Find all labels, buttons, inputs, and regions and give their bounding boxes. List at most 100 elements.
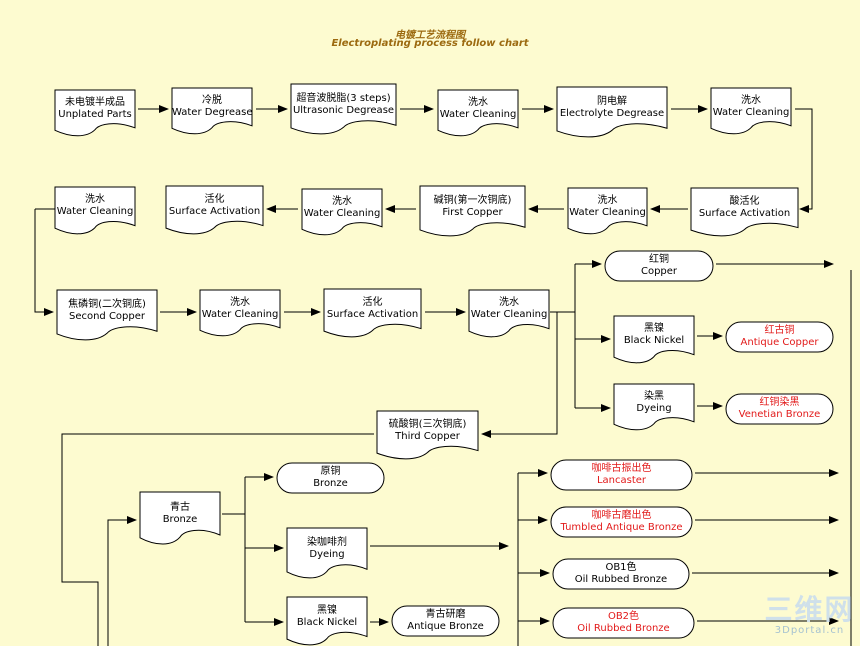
step-label-english: Venetian Bronze <box>738 409 821 420</box>
step-box-n21 <box>725 393 834 425</box>
step-box-n12 <box>54 186 136 235</box>
step-label-chinese: 红铜染黑 <box>759 397 800 408</box>
step-label-chinese: 黑镍 <box>644 323 664 335</box>
step-box-n16 <box>468 289 550 338</box>
step-box-n09 <box>419 185 526 237</box>
process-step-n22: 硫酸铜(三次铜底)Third Copper <box>377 419 478 443</box>
step-box-n31 <box>552 607 695 639</box>
step-box-n14 <box>199 289 281 337</box>
step-box-n29 <box>550 506 693 538</box>
step-label-chinese: 咖啡古振出色 <box>591 463 652 474</box>
step-label-chinese: 洗水 <box>468 96 488 108</box>
step-label-english: First Copper <box>442 206 503 218</box>
step-box-n26 <box>286 596 368 646</box>
step-label-chinese: 染黑 <box>644 390 664 402</box>
step-label-chinese: 青古 <box>170 501 190 513</box>
step-box-n27 <box>391 605 500 637</box>
step-label-english: Water Cleaning <box>201 308 279 320</box>
step-label-english: Copper <box>640 266 678 277</box>
flow-connector <box>107 516 137 646</box>
step-box-n25 <box>286 527 368 579</box>
step-box-n10 <box>301 188 383 236</box>
step-label-chinese: 冷脱 <box>202 94 222 106</box>
step-box-n05 <box>556 86 668 138</box>
step-box-n04 <box>437 89 519 137</box>
step-label-chinese: 酸活化 <box>729 195 760 207</box>
step-label-chinese: 焦磷铜(二次铜底) <box>68 298 146 310</box>
step-box-n30 <box>552 558 690 590</box>
step-label-chinese: 阴电解 <box>597 95 627 107</box>
step-label-english: Dyeing <box>636 402 672 414</box>
step-box-n15 <box>323 288 422 338</box>
step-label-chinese: 洗水 <box>741 94 761 106</box>
step-label-english: Lancaster <box>596 475 647 486</box>
step-box-n19 <box>725 321 834 353</box>
step-label-chinese: 超音波脱脂(3 steps) <box>296 92 391 104</box>
step-label-english: Dyeing <box>309 548 345 560</box>
step-label-chinese: 洗水 <box>332 195 352 207</box>
step-label-chinese: 咖啡古磨出色 <box>591 510 652 521</box>
step-box-n28 <box>550 459 693 491</box>
step-label-chinese: 活化 <box>204 193 225 205</box>
step-label-english: Unplated Parts <box>58 108 132 120</box>
step-label-chinese: OB1色 <box>605 562 637 573</box>
step-label-english: Bronze <box>162 513 198 525</box>
step-label-chinese: 洗水 <box>597 194 618 206</box>
step-box-n01 <box>54 89 136 137</box>
step-box-n07 <box>690 187 799 237</box>
step-label-english: Black Nickel <box>623 335 685 347</box>
step-box-n11 <box>165 185 264 235</box>
step-label-english: Ultrasonic Degrease <box>292 104 395 116</box>
step-label-english: Water Cleaning <box>303 207 381 219</box>
step-label-chinese: 青古研磨 <box>425 609 466 620</box>
flow-connector <box>61 433 374 646</box>
step-label-english: Water Cleaning <box>439 108 517 120</box>
step-label-english: Antique Copper <box>740 337 819 348</box>
flow-connector <box>795 108 813 213</box>
step-box-n20 <box>613 383 695 431</box>
step-label-english: Surface Activation <box>326 308 419 320</box>
step-label-english: Oil Rubbed Bronze <box>574 574 668 585</box>
step-box-n17 <box>604 250 714 282</box>
step-label-chinese: 洗水 <box>499 297 519 309</box>
flow-connector <box>481 311 575 438</box>
site-watermark: 三维网 3Dportal.cn <box>762 595 857 637</box>
step-box-n18 <box>613 315 695 364</box>
step-box-n24 <box>276 462 385 494</box>
step-label-chinese: 碱铜(第一次铜底) <box>433 194 512 206</box>
step-label-chinese: 未电镀半成品 <box>65 96 125 108</box>
step-label-chinese: 红古铜 <box>764 325 795 336</box>
step-label-chinese: 红铜 <box>649 254 669 265</box>
step-label-english: Bronze <box>313 478 348 489</box>
process-step-n03: 超音波脱脂(3 steps)Ultrasonic Degrease <box>291 93 396 117</box>
step-box-n13 <box>56 289 158 341</box>
step-box-n08 <box>567 187 648 235</box>
step-label-english: Water Cleaning <box>712 106 790 118</box>
step-box-n23 <box>139 491 221 545</box>
flow-connector <box>34 209 54 316</box>
step-label-english: Water Cleaning <box>569 206 646 218</box>
